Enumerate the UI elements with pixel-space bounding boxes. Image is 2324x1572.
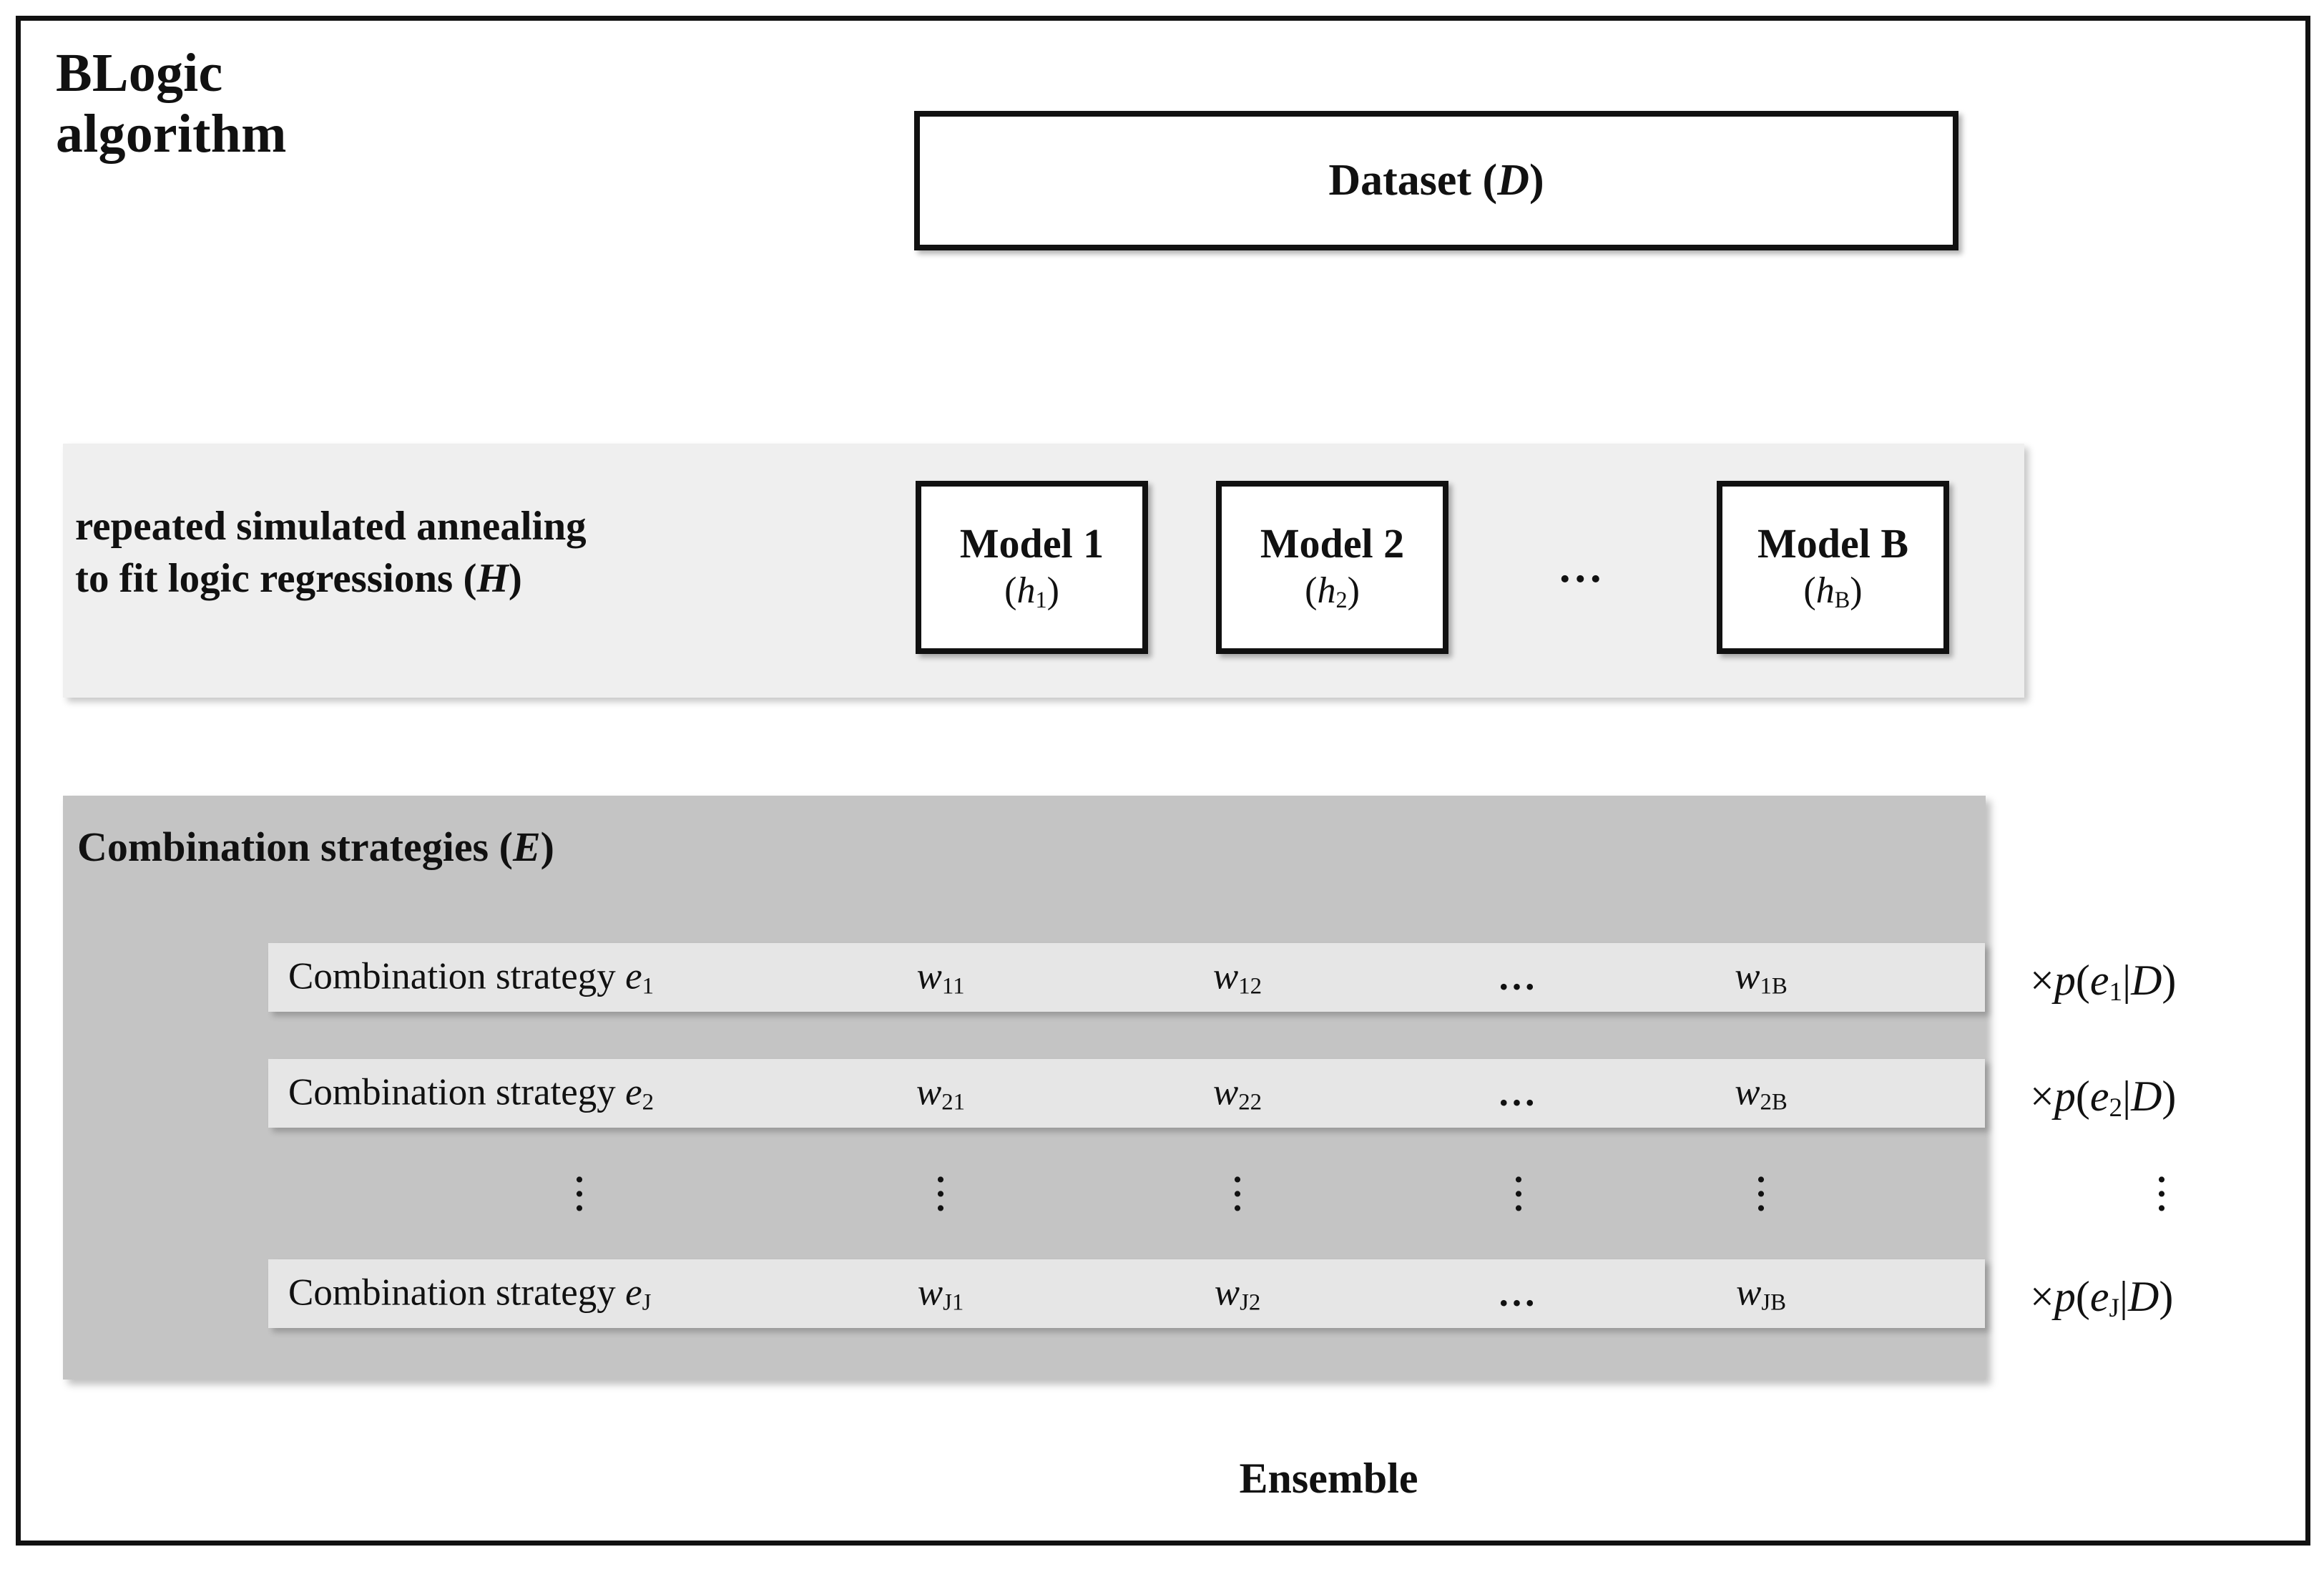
weight-cell-wJB: wJB — [1735, 1271, 1787, 1316]
model-node-1: Model 1 (h1) — [916, 481, 1148, 654]
strategy-row: Combination strategy e2 w21 w22 ... w2B — [268, 1059, 1985, 1128]
weight-cell-w1B: w1B — [1735, 955, 1788, 1000]
weight-cell-w11: w11 — [916, 955, 965, 1000]
annealing-label-line-1: repeated simulated annealing — [75, 504, 587, 549]
weight-cell-wJ1: wJ1 — [917, 1271, 964, 1316]
models-ellipsis: ... — [1559, 543, 1606, 592]
model-2-name: Model 2 — [1260, 519, 1405, 567]
probability-weight-1: ×p(e1|D) — [2030, 957, 2177, 1007]
weight-col1-vertical-ellipsis: ... — [936, 1150, 946, 1219]
strategy-column-vertical-ellipsis: ... — [574, 1150, 584, 1219]
weight-ellipsis-col-vertical-ellipsis: ... — [1514, 1150, 1524, 1219]
model-b-symbol: (hB) — [1803, 570, 1863, 613]
model-1-symbol: (h1) — [1004, 570, 1059, 613]
strategy-row: Combination strategy eJ wJ1 wJ2 ... wJB — [268, 1259, 1985, 1328]
model-node-b: Model B (hB) — [1717, 481, 1949, 654]
weight-row-2-ellipsis: ... — [1499, 1073, 1539, 1114]
weight-cell-w12: w12 — [1212, 955, 1262, 1000]
annealing-band-label: repeated simulated annealing to fit logi… — [75, 501, 862, 605]
probability-column-vertical-ellipsis: ... — [2157, 1150, 2167, 1219]
model-2-symbol: (h2) — [1305, 570, 1360, 613]
ensemble-label-wrap: Ensemble — [0, 1454, 2324, 1503]
title-line-2: algorithm — [56, 104, 287, 165]
strategy-row: Combination strategy e1 w11 w12 ... w1B — [268, 943, 1985, 1012]
dataset-node: Dataset (D) — [914, 111, 1958, 250]
weight-colB-vertical-ellipsis: ... — [1756, 1150, 1766, 1219]
strategy-row-1-name: Combination strategy e1 — [288, 955, 654, 1000]
weight-col2-vertical-ellipsis: ... — [1232, 1150, 1242, 1219]
weight-row-1-ellipsis: ... — [1499, 957, 1539, 998]
figure-title: BLogic algorithm — [56, 43, 428, 165]
weight-cell-wJ2: wJ2 — [1214, 1271, 1261, 1316]
model-node-2: Model 2 (h2) — [1216, 481, 1448, 654]
weight-cell-w22: w22 — [1212, 1071, 1262, 1115]
dataset-label: Dataset (D) — [1328, 156, 1544, 205]
weight-cell-w2B: w2B — [1735, 1071, 1788, 1115]
combination-band-label: Combination strategies (E) — [77, 824, 554, 870]
weight-cell-w21: w21 — [916, 1071, 966, 1115]
annealing-label-line-2: to fit logic regressions (H) — [75, 555, 522, 601]
probability-weight-j: ×p(eJ|D) — [2030, 1273, 2174, 1324]
strategy-row-j-name: Combination strategy eJ — [288, 1271, 652, 1316]
model-b-name: Model B — [1757, 519, 1909, 567]
strategy-row-2-name: Combination strategy e2 — [288, 1071, 654, 1115]
weight-row-j-ellipsis: ... — [1499, 1273, 1539, 1314]
model-1-name: Model 1 — [959, 519, 1104, 567]
title-line-1: BLogic — [56, 43, 223, 103]
probability-weight-2: ×p(e2|D) — [2030, 1073, 2177, 1123]
ensemble-label: Ensemble — [1239, 1455, 1418, 1502]
